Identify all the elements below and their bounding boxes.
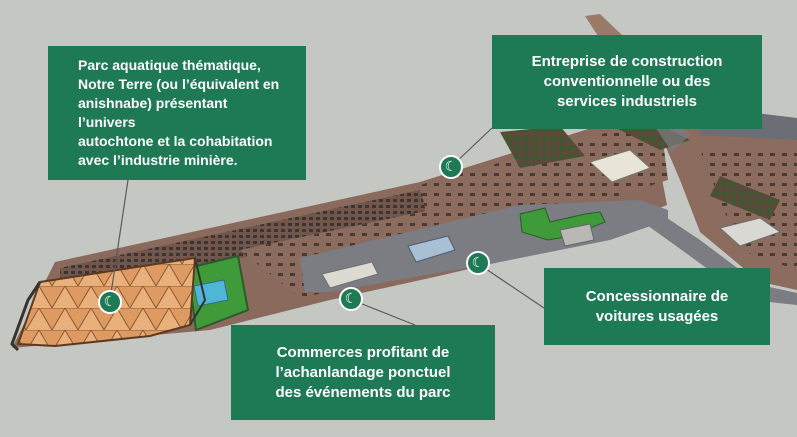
callout-car-dealer: Concessionnaire de voitures usagées [544, 268, 770, 345]
water-park [10, 254, 250, 352]
crescent-moon-icon[interactable]: ☾ [466, 251, 490, 275]
commercial-buildings [321, 149, 782, 289]
callout-shops: Commerces profitant de l’achanlandage po… [231, 325, 495, 420]
crescent-moon-icon[interactable]: ☾ [439, 155, 463, 179]
callout-construction-text: Entreprise de construction conventionnel… [531, 53, 723, 110]
callout-construction: Entreprise de construction conventionnel… [492, 35, 762, 129]
callout-car-dealer-text: Concessionnaire de voitures usagées [585, 287, 729, 325]
callout-water-park-text: Parc aquatique thématique, Notre Terre (… [78, 57, 280, 168]
leader-lines [109, 127, 545, 326]
crescent-moon-icon[interactable]: ☾ [339, 287, 363, 311]
callout-shops-text: Commerces profitant de l’achanlandage po… [275, 343, 451, 401]
crescent-moon-icon[interactable]: ☾ [98, 290, 122, 314]
callout-water-park: Parc aquatique thématique, Notre Terre (… [48, 46, 306, 180]
